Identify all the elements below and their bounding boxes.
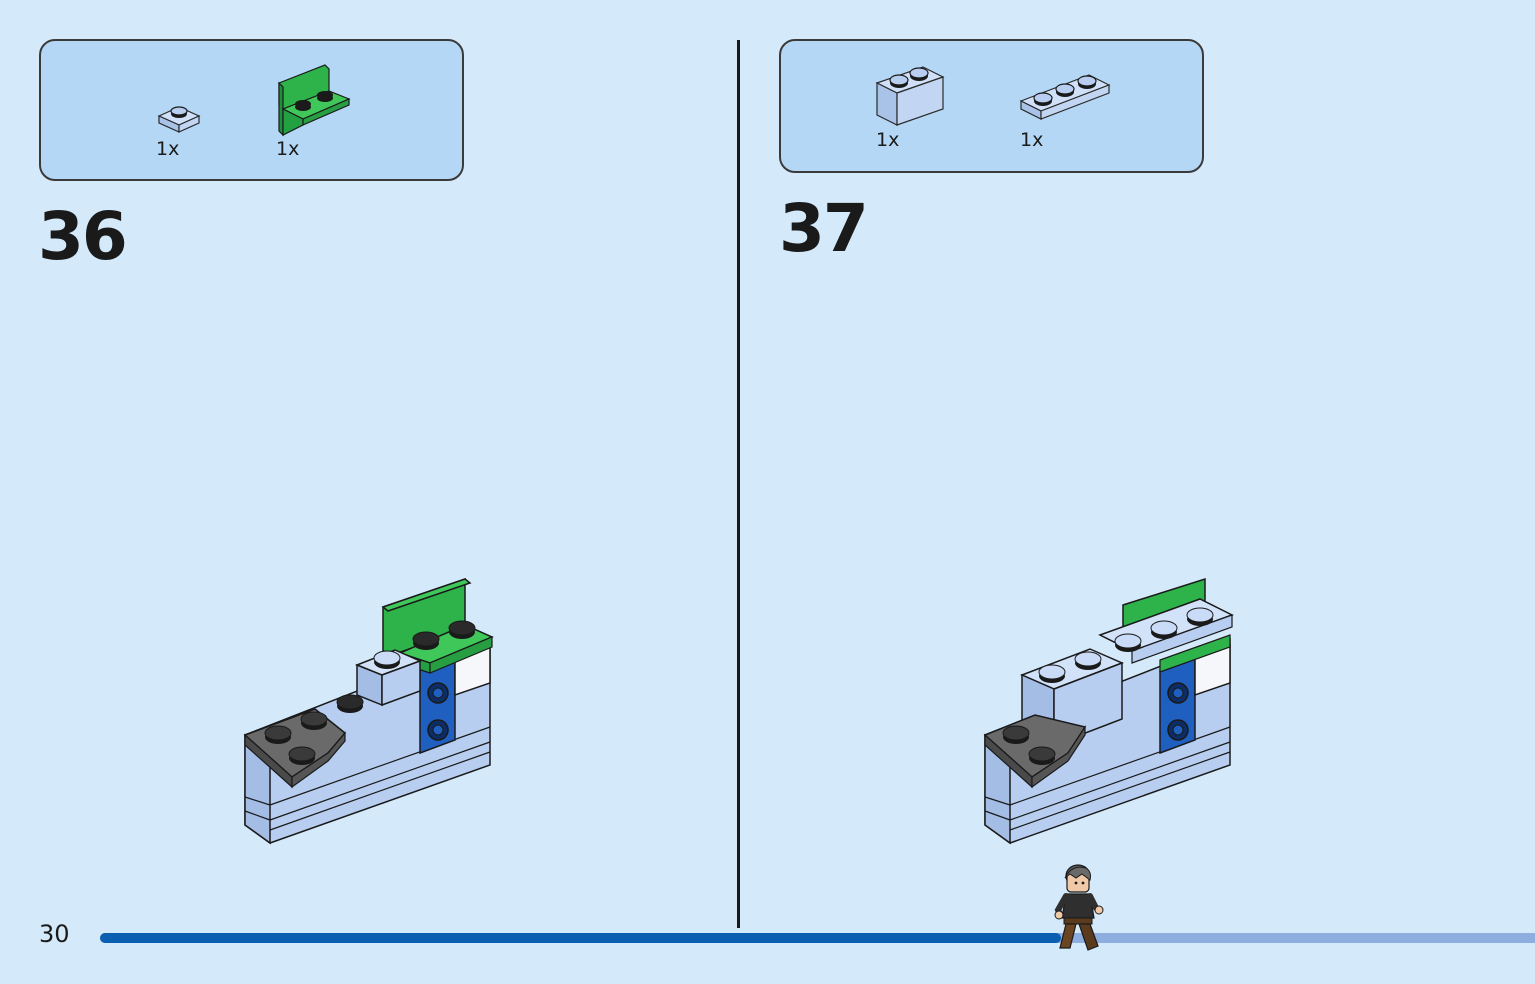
- part-quantity: 1x: [1020, 129, 1044, 151]
- step-number: 36: [38, 198, 128, 275]
- minifigure-icon: [1054, 864, 1104, 951]
- build-model-step-37: [983, 577, 1234, 845]
- parts-callout-step-37: 1x 1x: [779, 39, 1204, 173]
- part-quantity: 1x: [876, 129, 900, 151]
- parts-callout-step-36: 1x 1x: [39, 39, 464, 181]
- part-quantity: 1x: [156, 138, 180, 160]
- plate-1x1-light-blue-icon: [157, 106, 201, 133]
- progress-bar: [100, 933, 1535, 943]
- step-divider: [737, 40, 740, 928]
- page-number: 30: [39, 920, 70, 948]
- plate-1x3-light-blue-icon: [1019, 74, 1111, 120]
- brick-1x2-light-blue-icon: [875, 66, 945, 126]
- build-model-step-36: [243, 577, 494, 845]
- part-quantity: 1x: [276, 138, 300, 160]
- bracket-green-icon: [278, 64, 351, 137]
- step-number: 37: [779, 190, 869, 267]
- progress-bar-fill: [100, 933, 1062, 943]
